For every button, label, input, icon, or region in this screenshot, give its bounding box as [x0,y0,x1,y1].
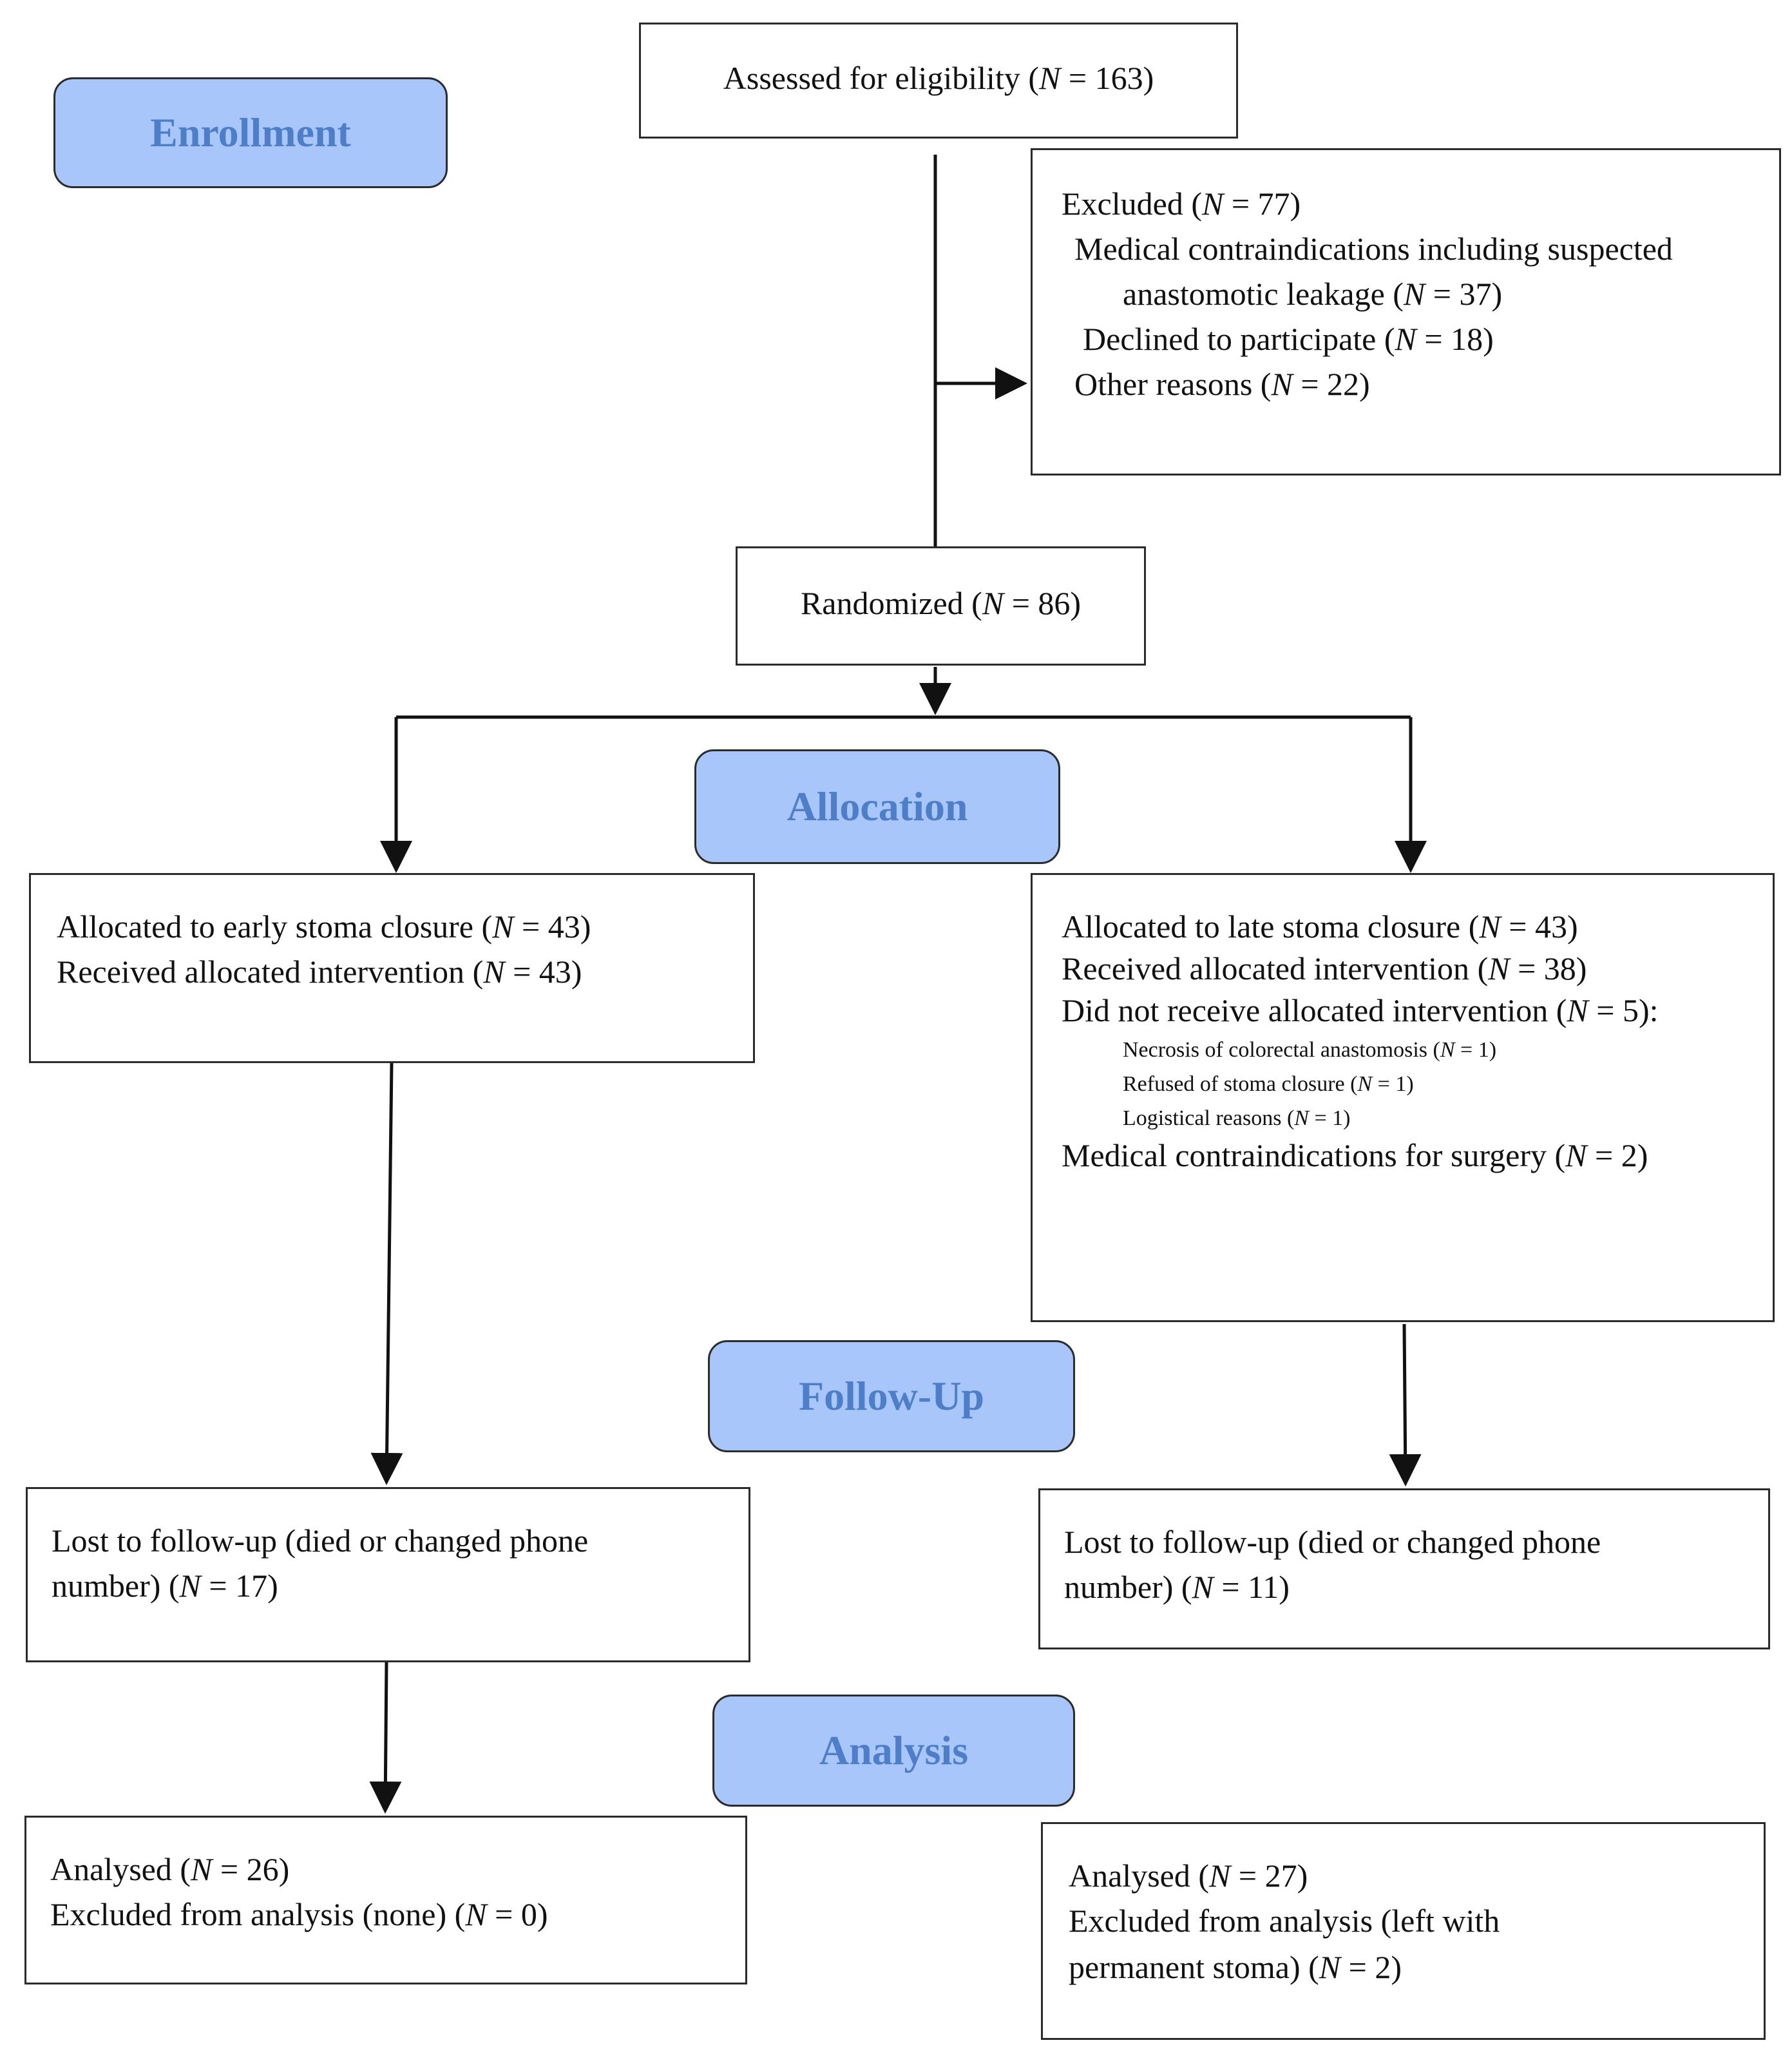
late-logistical-text: Logistical reasons (N = 1) [1123,1106,1351,1130]
stage-allocation: Allocation [694,749,1060,864]
randomized-text: Randomized (N = 86) [800,585,1082,621]
analysed-early-box: Analysed (N = 26) Excluded from analysis… [24,1816,747,1984]
connector-early-lost [370,1062,403,1485]
late-allocated-text: Allocated to late stoma closure (N = 43) [1062,908,1578,945]
late-not-received-text: Did not receive allocated intervention (… [1062,992,1659,1028]
analysed-late-line1: Analysed (N = 27) [1069,1858,1308,1894]
late-refused-text: Refused of stoma closure (N = 1) [1123,1072,1414,1096]
lost-late-line1: Lost to follow-up (died or changed phone [1064,1524,1601,1560]
lost-early-line2: number) (N = 17) [52,1568,278,1604]
excluded-box: Excluded (N = 77) Medical contraindicati… [1031,148,1781,476]
assessed-box: Assessed for eligibility (N = 163) [639,23,1238,139]
connector-late-lost [1389,1323,1422,1486]
analysed-early-line2: Excluded from analysis (none) (N = 0) [50,1896,548,1932]
analysed-early-line1: Analysed (N = 26) [50,1851,290,1887]
excluded-medical-line2: anastomotic leakage (N = 37) [1123,276,1503,312]
analysed-late-line3: permanent stoma) (N = 2) [1069,1949,1402,1985]
late-necrosis-text: Necrosis of colorectal anastomosis (N = … [1123,1038,1497,1062]
early-allocated-text: Allocated to early stoma closure (N = 43… [57,908,591,945]
excluded-title: Excluded (N = 77) [1062,186,1301,222]
excluded-medical-line1: Medical contraindications including susp… [1074,231,1673,267]
analysed-late-line2: Excluded from analysis (left with [1069,1903,1500,1939]
stage-analysis: Analysis [712,1695,1075,1807]
connector-early-analysed [369,1662,402,1814]
late-allocation-box: Allocated to late stoma closure (N = 43)… [1031,873,1775,1322]
stage-follow-up: Follow-Up [708,1340,1075,1452]
lost-early-box: Lost to follow-up (died or changed phone… [26,1487,750,1662]
excluded-declined: Declined to participate (N = 18) [1083,321,1494,357]
lost-late-line2: number) (N = 11) [1064,1569,1290,1605]
assessed-text: Assessed for eligibility (N = 163) [723,60,1154,96]
lost-late-box: Lost to follow-up (died or changed phone… [1038,1488,1770,1649]
analysed-late-box: Analysed (N = 27) Excluded from analysis… [1041,1822,1766,2040]
late-received-text: Received allocated intervention (N = 38) [1062,950,1587,986]
early-received-text: Received allocated intervention (N = 43) [57,954,582,990]
randomized-box: Randomized (N = 86) [736,546,1146,666]
late-medical-text: Medical contraindications for surgery (N… [1062,1137,1648,1173]
lost-early-line1: Lost to follow-up (died or changed phone [52,1523,589,1559]
excluded-other: Other reasons (N = 22) [1074,366,1370,402]
early-allocation-box: Allocated to early stoma closure (N = 43… [29,873,755,1063]
stage-enrollment: Enrollment [53,77,448,188]
